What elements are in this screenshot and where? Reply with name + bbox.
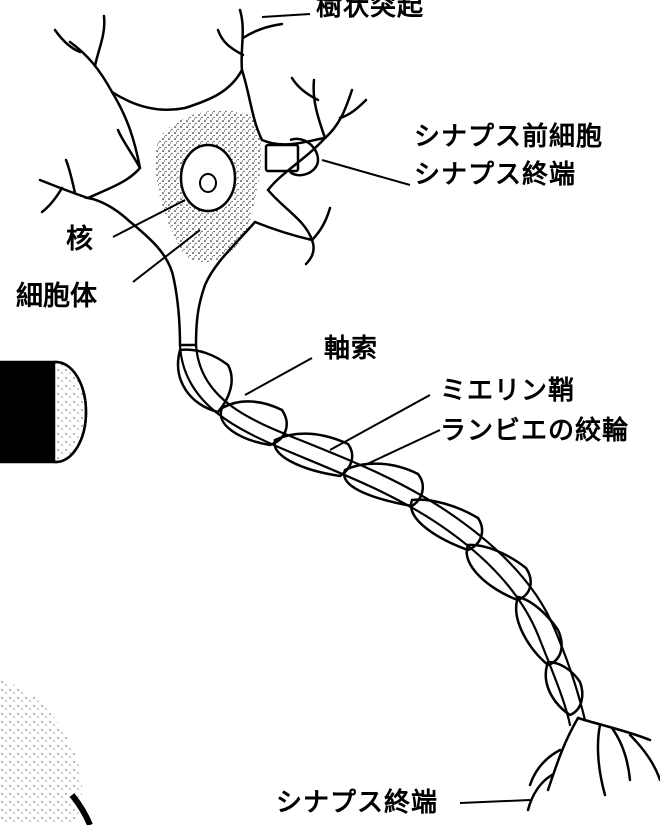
label-dendrite: 樹状突起 [316, 0, 424, 20]
nucleus-outline [181, 145, 235, 211]
label-nucleus: 核 [66, 226, 93, 253]
label-cell-body: 細胞体 [16, 283, 97, 310]
label-node-of-ranvier: ランビエの絞輪 [440, 418, 629, 444]
label-presynaptic-cell: シナプス前細胞 [414, 124, 603, 150]
synapse-box [266, 139, 318, 175]
label-axon: 軸索 [324, 336, 378, 362]
label-synaptic-terminal-lower: シナプス終端 [276, 790, 438, 816]
partial-structure [0, 680, 90, 825]
axon-terminals [528, 718, 660, 810]
axon-cross-section [0, 362, 86, 462]
label-synaptic-terminal-upper: シナプス終端 [414, 162, 576, 188]
label-myelin-sheath: ミエリン鞘 [440, 378, 575, 404]
